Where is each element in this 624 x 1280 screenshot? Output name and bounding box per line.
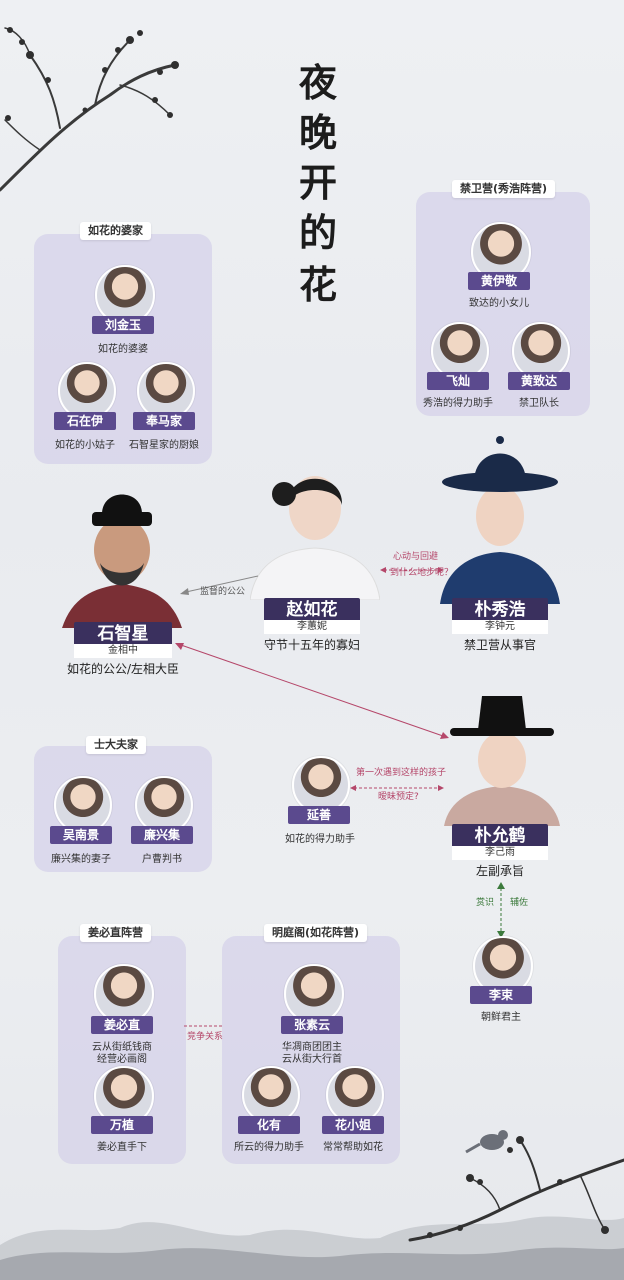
role-park-xiuhao: 禁卫营从事官: [463, 638, 536, 652]
nameplate-zhao-ruhua: 赵如花 李蕙妮: [264, 598, 360, 634]
name-liu: 刘金玉: [92, 316, 154, 334]
nameplate-shi-zhixing: 石智星 金相中: [74, 622, 172, 658]
arrow-yunhe-lishu: [497, 882, 505, 938]
portrait-park-yunhe: [444, 696, 560, 826]
title-char-2: 晚: [298, 110, 337, 155]
role-zhang-suyun-2: 云从街大行首: [282, 1054, 342, 1065]
arrow-competition: [184, 1025, 224, 1027]
arrow-shi-yunhe: [175, 643, 449, 739]
avatar-zhang-suyun: [284, 964, 344, 1024]
role-huang-yijing: 致达的小女儿: [469, 298, 529, 309]
rel-shi-ruhua: 监督的公公: [200, 587, 246, 597]
role-shi-zaiyi: 如花的小姑子: [55, 440, 115, 451]
name-huang-zhida: 黄致达: [508, 372, 570, 390]
role-jiang-bizhi-1: 云从街纸钱商: [92, 1042, 152, 1053]
rel-yanshan-yunhe-2: 暧昧预定?: [378, 792, 419, 802]
title-char-4: 的: [298, 210, 337, 255]
rel-ruhua-xiuhao-2: 到什么地步呢？: [390, 568, 454, 578]
arrow-yanshan-yunhe: [350, 785, 444, 791]
portrait-zhao-ruhua: [250, 476, 380, 600]
name-shi-zaiyi: 石在伊: [54, 412, 116, 430]
role-feng-majia: 石智星家的厨娘: [129, 440, 199, 451]
arrow-shi-ruhua: [180, 575, 259, 595]
role-wu-nanjing: 廉兴集的妻子: [51, 854, 111, 865]
name-fei-can: 飞灿: [427, 372, 489, 390]
title-char-3: 开: [298, 160, 337, 205]
avatar-liu: [95, 265, 155, 325]
role-wan-zhi: 姜必直手下: [97, 1142, 147, 1153]
name-huang-yijing: 黄伊敬: [468, 272, 530, 290]
mountains-bottom: [0, 1216, 624, 1280]
name-feng-majia: 奉马家: [133, 412, 195, 430]
rel-yanshan-yunhe-1: 第一次遇到这样的孩子: [356, 768, 447, 778]
name-park-xiuhao: 朴秀浩: [474, 600, 526, 620]
avatar-fei-can: [431, 322, 489, 380]
arrow-ruhua-xiuhao: [380, 567, 444, 573]
avatar-jiang-bizhi: [94, 964, 154, 1024]
role-park-yunhe: 左副承旨: [475, 864, 524, 878]
rel-yunhe-lishu-a: 赏识: [476, 898, 495, 908]
role-zhao-ruhua: 守节十五年的寡妇: [263, 638, 360, 652]
role-shi-zhixing: 如花的公公/左相大臣: [66, 662, 180, 676]
name-yan-shan: 延善: [288, 806, 350, 824]
rel-competition: 竞争关系: [187, 1032, 224, 1042]
name-hua-you: 化有: [238, 1116, 300, 1134]
role-hua-xiaojie: 常常帮助如花: [323, 1142, 383, 1153]
role-hua-you: 所云的得力助手: [234, 1142, 304, 1153]
role-yan-shan: 如花的得力助手: [285, 834, 355, 845]
role-lian-xingji: 户曹判书: [142, 854, 182, 865]
actor-zhao-ruhua: 李蕙妮: [264, 620, 360, 634]
nameplate-park-yunhe: 朴允鹤 李己雨: [452, 824, 548, 860]
name-wu-nanjing: 吴南景: [50, 826, 112, 844]
nameplate-park-xiuhao: 朴秀浩 李钟元: [452, 598, 548, 634]
role-zhang-suyun-1: 华凋商团团主: [282, 1042, 342, 1053]
name-shi-zhixing: 石智星: [97, 624, 149, 644]
plum-branch-top-left: [0, 27, 179, 192]
actor-park-xiuhao: 李钟元: [452, 620, 548, 634]
rel-yunhe-lishu-b: 辅佐: [510, 898, 529, 908]
actor-shi-zhixing: 金相中: [74, 644, 172, 658]
avatar-yan-shan: [292, 756, 350, 814]
name-li-shu: 李束: [470, 986, 532, 1004]
name-jiang-bizhi: 姜必直: [91, 1016, 153, 1034]
group-tag-scholars: 士大夫家: [86, 736, 146, 754]
group-tag-ming-camp: 明庭阁(如花阵营): [264, 924, 368, 942]
actor-park-yunhe: 李己雨: [452, 846, 548, 860]
rel-ruhua-xiuhao-1: 心动与回避: [393, 552, 439, 562]
title-char-1: 夜: [298, 60, 337, 105]
portrait-park-xiuhao: [440, 436, 560, 604]
name-zhang-suyun: 张素云: [281, 1016, 343, 1034]
group-tag-ruhua-family: 如花的婆家: [80, 222, 151, 240]
group-tag-guards: 禁卫营(秀浩阵营): [452, 180, 556, 198]
role-huang-zhida: 禁卫队长: [519, 398, 559, 409]
branch-bird-bottom-right: [408, 1130, 624, 1242]
role-liu: 如花的婆婆: [98, 344, 148, 355]
portrait-shi-zhixing: [62, 494, 182, 628]
role-fei-can: 秀浩的得力助手: [423, 398, 493, 409]
title-char-5: 花: [298, 262, 337, 307]
role-jiang-bizhi-2: 经营必画阁: [97, 1054, 147, 1065]
name-wan-zhi: 万植: [91, 1116, 153, 1134]
name-hua-xiaojie: 花小姐: [322, 1116, 384, 1134]
name-park-yunhe: 朴允鹤: [474, 826, 526, 846]
avatar-hua-xiaojie: [326, 1066, 384, 1124]
group-tag-kang-camp: 姜必直阵营: [80, 924, 151, 942]
name-zhao-ruhua: 赵如花: [286, 600, 338, 620]
role-li-shu: 朝鲜君主: [481, 1012, 521, 1023]
name-lian-xingji: 廉兴集: [131, 826, 193, 844]
